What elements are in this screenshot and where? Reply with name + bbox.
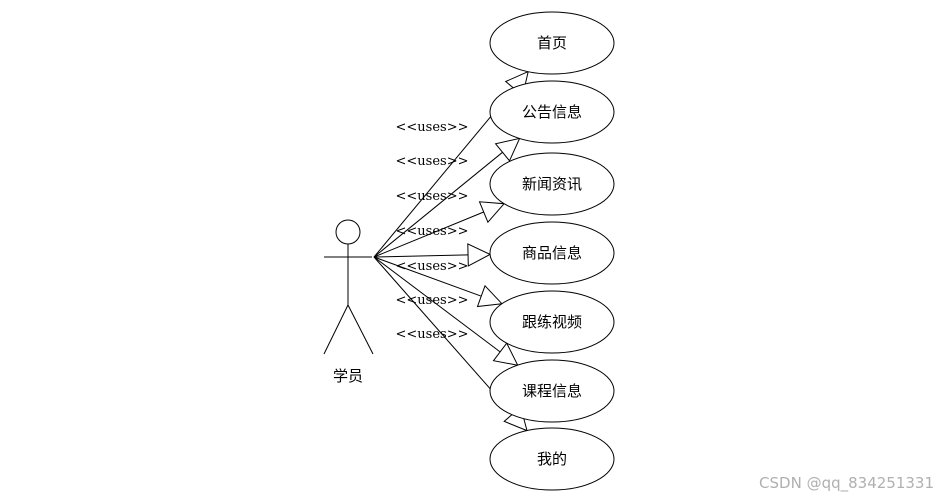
- use-case-ellipse: [489, 11, 615, 75]
- arrow-head: [494, 137, 521, 162]
- arrow-head: [492, 342, 519, 366]
- use-case-ellipse: [489, 359, 615, 423]
- use-case-label: 课程信息: [522, 382, 582, 400]
- uses-label: <<uses>>: [396, 327, 469, 342]
- use-case: 跟练视频: [489, 290, 615, 354]
- use-case: 课程信息: [489, 359, 615, 423]
- actor-head: [335, 219, 361, 245]
- use-case-ellipse: [489, 80, 615, 144]
- use-case-ellipse: [489, 221, 615, 285]
- association-line: [373, 151, 503, 258]
- use-case-label: 首页: [537, 34, 567, 52]
- arrow-head: [467, 243, 492, 267]
- uses-labels: <<uses>> <<uses>> <<uses>> <<uses>> <<uses>>…: [396, 120, 469, 342]
- association-line: [373, 256, 513, 415]
- actor-right-leg: [347, 304, 374, 355]
- use-case-ellipse: [489, 290, 615, 354]
- use-case: 首页: [489, 11, 615, 75]
- use-case: 新闻资讯: [489, 152, 615, 216]
- use-case-label: 我的: [537, 450, 567, 468]
- uses-label: <<uses>>: [396, 120, 469, 135]
- watermark: CSDN @qq_834251331: [759, 474, 934, 493]
- use-case: 商品信息: [489, 221, 615, 285]
- association-line: [373, 256, 482, 297]
- arrow-head: [478, 201, 506, 224]
- use-case-ellipse: [489, 427, 615, 491]
- use-case-label: 商品信息: [522, 244, 582, 262]
- use-case-label: 跟练视频: [522, 313, 582, 331]
- uses-label: <<uses>>: [396, 154, 469, 169]
- use-case-ellipse: [489, 152, 615, 216]
- actor-label: 学员: [333, 367, 363, 385]
- association-line: [373, 211, 484, 258]
- association-line: [373, 254, 469, 258]
- use-case: 我的: [489, 427, 615, 491]
- uses-label: <<uses>>: [396, 293, 469, 308]
- arrow-head: [476, 284, 503, 308]
- use-case-label: 新闻资讯: [522, 175, 582, 193]
- association-line: [373, 256, 501, 353]
- use-case: 公告信息: [489, 80, 615, 144]
- use-case-label: 公告信息: [522, 103, 582, 121]
- actor-left-leg: [323, 304, 349, 355]
- actor-figure: [323, 219, 374, 355]
- uses-label: <<uses>>: [396, 189, 469, 204]
- uses-label: <<uses>>: [396, 259, 469, 274]
- uses-label: <<uses>>: [396, 224, 469, 239]
